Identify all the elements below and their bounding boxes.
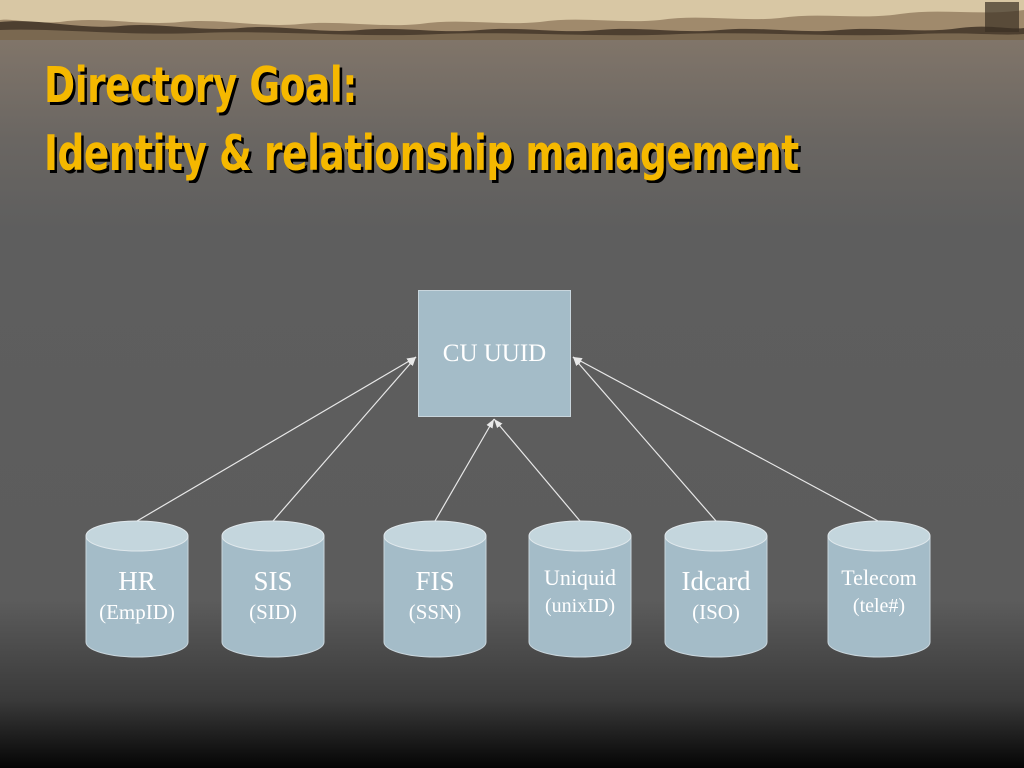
slide-title: Directory Goal: Identity & relationship … bbox=[44, 52, 799, 188]
database-id: (SID) bbox=[249, 600, 297, 624]
database-id: (SSN) bbox=[408, 600, 462, 624]
database-name: Idcard bbox=[681, 566, 751, 596]
database-telecom: Telecom (tele#) bbox=[827, 520, 931, 658]
database-uniquid: Uniquid (unixID) bbox=[528, 520, 632, 658]
database-fis: FIS (SSN) bbox=[383, 520, 487, 658]
database-idcard: Idcard (ISO) bbox=[664, 520, 768, 658]
cylinder-icon bbox=[827, 520, 931, 658]
landscape-banner bbox=[0, 0, 1024, 40]
database-id: (ISO) bbox=[692, 600, 740, 624]
cu-uuid-label: CU UUID bbox=[442, 339, 547, 367]
database-hr: HR (EmpID) bbox=[85, 520, 189, 658]
cylinder-icon bbox=[221, 520, 325, 658]
connector-idcard bbox=[572, 356, 717, 522]
cylinder-icon bbox=[383, 520, 487, 658]
connector-sis bbox=[272, 356, 417, 522]
database-sis: SIS (SID) bbox=[221, 520, 325, 658]
connector-hr bbox=[136, 356, 417, 522]
database-id: (unixID) bbox=[545, 595, 615, 617]
database-name: Uniquid bbox=[543, 565, 617, 590]
database-name: SIS bbox=[253, 566, 293, 596]
cylinder-icon bbox=[85, 520, 189, 658]
connector-telecom bbox=[572, 356, 879, 522]
database-id: (EmpID) bbox=[99, 600, 175, 624]
connector-uniquid bbox=[493, 418, 581, 522]
database-id: (tele#) bbox=[852, 595, 906, 617]
cylinder-icon bbox=[664, 520, 768, 658]
database-name: HR bbox=[118, 566, 156, 596]
database-name: Telecom bbox=[841, 565, 917, 590]
database-name: FIS bbox=[415, 566, 455, 596]
cylinder-icon bbox=[528, 520, 632, 658]
title-line-2: Identity & relationship management bbox=[44, 125, 799, 182]
cu-uuid-box: CU UUID bbox=[418, 290, 571, 417]
connector-fis bbox=[434, 418, 495, 522]
title-line-1: Directory Goal: bbox=[44, 57, 357, 114]
